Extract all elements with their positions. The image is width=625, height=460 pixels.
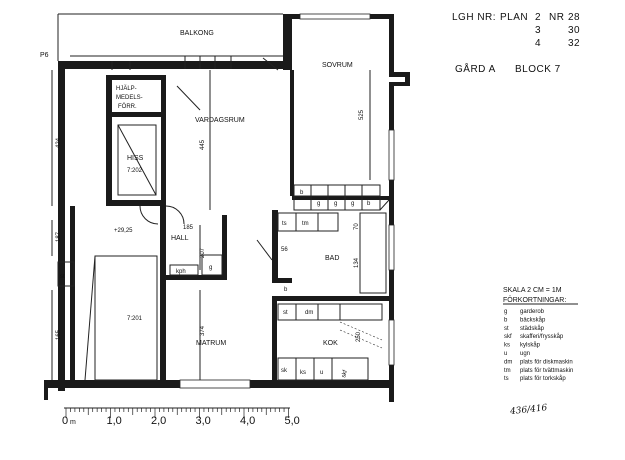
fixture-labels: b g g g b ts tm st kph g b st dm sk ks u… — [60, 190, 371, 379]
dim-250: 250 — [356, 331, 362, 342]
windows — [179, 13, 395, 389]
dim-187: 187 — [56, 231, 62, 242]
scale-label: 0 — [62, 415, 68, 427]
legend-abbr: st — [504, 326, 509, 332]
room-trapphus: 7:201 — [127, 316, 143, 322]
legend-text: garderob — [520, 309, 545, 315]
nr-label: NR — [549, 12, 564, 23]
block-label: BLOCK 7 — [515, 64, 561, 75]
dim-374: 374 — [200, 325, 206, 336]
legend-text: kylskåp — [520, 342, 541, 349]
nr-value-3: 32 — [568, 38, 580, 49]
floor-level: +29,25 — [114, 228, 133, 234]
fixture-kph: kph — [176, 269, 186, 275]
fixture-st1: st — [60, 274, 65, 280]
scale-bar: 0 1,0 2,0 3,0 4,0 5,0 m — [62, 407, 300, 427]
scale-label: 4,0 — [240, 415, 255, 427]
dim-134: 134 — [354, 257, 360, 268]
dim-185: 185 — [183, 225, 194, 231]
legend-text: ugn — [520, 351, 530, 357]
fixture-skf: skf — [341, 369, 349, 378]
legend-heading: FÖRKORTNINGAR: — [503, 296, 566, 304]
legend-text: bäckskåp — [520, 316, 546, 323]
legend-abbr: dm — [504, 359, 512, 365]
dim-p6: P6 — [40, 52, 49, 59]
fixture-st2: st — [283, 310, 288, 316]
lgh-nr-label: LGH NR: — [452, 12, 496, 23]
fixture-g3: g — [351, 201, 354, 207]
fixture-g-hall: g — [209, 265, 212, 271]
fixture-ts: ts — [282, 221, 287, 227]
dim-207: 207 — [200, 247, 206, 258]
plan-value-2: 3 — [535, 25, 541, 36]
legend-text: plats för tvättmaskin — [520, 368, 573, 374]
legend-scale: SKALA 2 CM = 1M — [503, 287, 562, 294]
interior-lines — [51, 70, 390, 381]
legend: SKALA 2 CM = 1M FÖRKORTNINGAR: g garderob… — [503, 287, 578, 382]
legend-abbr: ts — [504, 376, 509, 382]
fixture-u: u — [320, 370, 323, 376]
room-sovrum: SOVRUM — [322, 62, 353, 69]
room-hjalpmedel-1: HJÄLP- — [116, 85, 137, 92]
legend-text: städskåp — [520, 325, 545, 332]
outer-walls — [44, 14, 410, 402]
room-hall: HALL — [171, 235, 189, 242]
header-block: LGH NR: PLAN 2 NR 28 3 30 4 32 GÅRD A BL… — [452, 12, 580, 75]
room-bad: BAD — [325, 255, 339, 262]
room-hiss-code: 7:202 — [127, 168, 143, 174]
fixture-tm: tm — [302, 221, 309, 227]
nr-value-1: 28 — [568, 12, 580, 23]
fixture-b3: b — [284, 287, 288, 293]
dim-424: 424 — [56, 137, 62, 148]
room-matrum: MATRUM — [196, 340, 226, 347]
legend-text: plats för diskmaskin — [520, 359, 573, 365]
room-kok: KOK — [323, 340, 338, 347]
dim-165: 165 — [56, 329, 62, 340]
scale-label: 5,0 — [285, 415, 300, 427]
room-hjalpmedel-2: MEDELS- — [116, 95, 143, 101]
nr-value-2: 30 — [568, 25, 580, 36]
scale-label: 2,0 — [151, 415, 166, 427]
gard-label: GÅRD A — [455, 62, 496, 75]
legend-abbr: b — [504, 317, 508, 323]
dim-525: 525 — [359, 109, 365, 120]
room-balkong: BALKONG — [180, 30, 214, 37]
legend-abbr: tm — [504, 368, 511, 374]
fixture-g2: g — [334, 201, 337, 207]
legend-abbr: ks — [504, 343, 510, 349]
dim-70: 70 — [354, 223, 360, 230]
fixture-sk: sk — [281, 368, 288, 374]
dim-445: 445 — [200, 139, 206, 150]
plan-value-3: 4 — [535, 38, 541, 49]
room-hjalpmedel-3: FÖRR. — [118, 103, 137, 110]
legend-text: skafferi/frysskåp — [520, 333, 564, 340]
balcony: P6 — [40, 13, 283, 71]
handwritten-note: 436/416 — [509, 403, 548, 417]
legend-abbr: g — [504, 309, 507, 315]
scale-label: 1,0 — [107, 415, 122, 427]
room-labels: BALKONG SOVRUM VARDAGSRUM HJÄLP- MEDELS-… — [114, 30, 353, 347]
scale-label: 3,0 — [196, 415, 211, 427]
fixture-b1: b — [300, 190, 304, 196]
plan-value-1: 2 — [535, 12, 541, 23]
fixture-b2: b — [367, 201, 371, 207]
legend-abbr: skf — [504, 334, 512, 340]
scale-unit: m — [70, 419, 76, 426]
fixture-dm: dm — [305, 310, 313, 316]
plan-label: PLAN — [500, 12, 528, 23]
dimension-labels: 424 445 525 187 185 207 165 374 56 250 7… — [56, 109, 365, 342]
room-hiss: HISS — [127, 155, 144, 162]
fixture-ks: ks — [300, 370, 306, 376]
legend-text: plats för torkskåp — [520, 375, 566, 382]
room-vardagsrum: VARDAGSRUM — [195, 117, 245, 124]
legend-abbr: u — [504, 351, 507, 357]
dim-56: 56 — [281, 247, 288, 253]
fixture-g1: g — [317, 201, 320, 207]
